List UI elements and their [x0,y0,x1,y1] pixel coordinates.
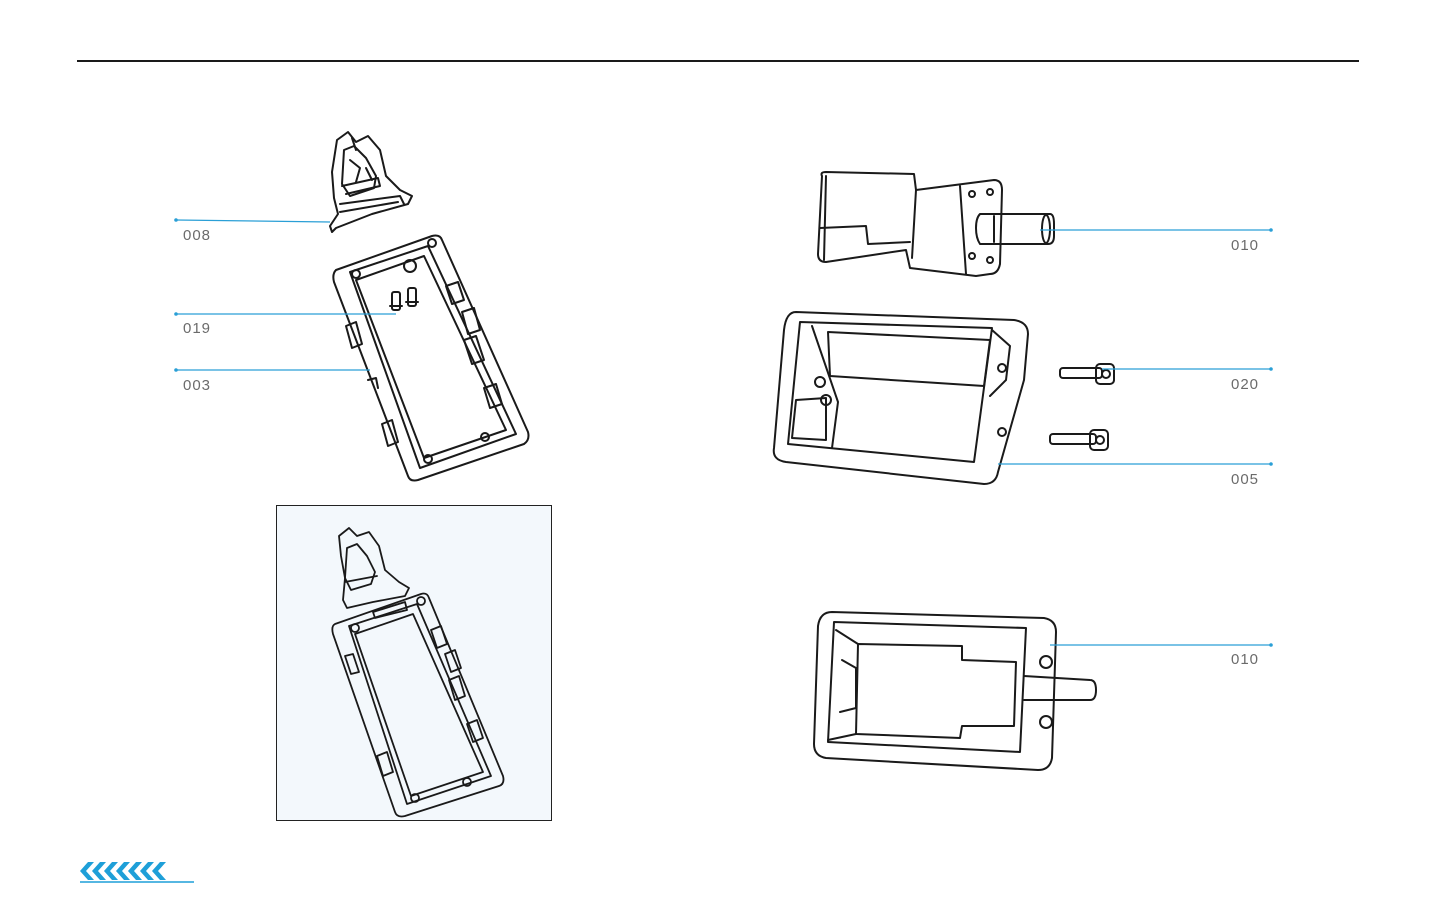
assembled-housing [814,612,1096,770]
part-008-clip [330,132,412,232]
part-010-motor [818,172,1054,276]
inset-drawing [277,506,553,822]
inset-panel [276,505,552,821]
callout-010-bottom: 010 [1231,651,1259,668]
callout-010-top: 010 [1231,237,1259,254]
part-005-housing [774,312,1114,484]
chevron-left-arrows-icon[interactable] [78,858,198,884]
callout-019: 019 [183,320,211,337]
callout-020: 020 [1231,376,1259,393]
callout-008: 008 [183,227,211,244]
callout-003: 003 [183,377,211,394]
part-003-frame [333,236,528,481]
callout-005: 005 [1231,471,1259,488]
